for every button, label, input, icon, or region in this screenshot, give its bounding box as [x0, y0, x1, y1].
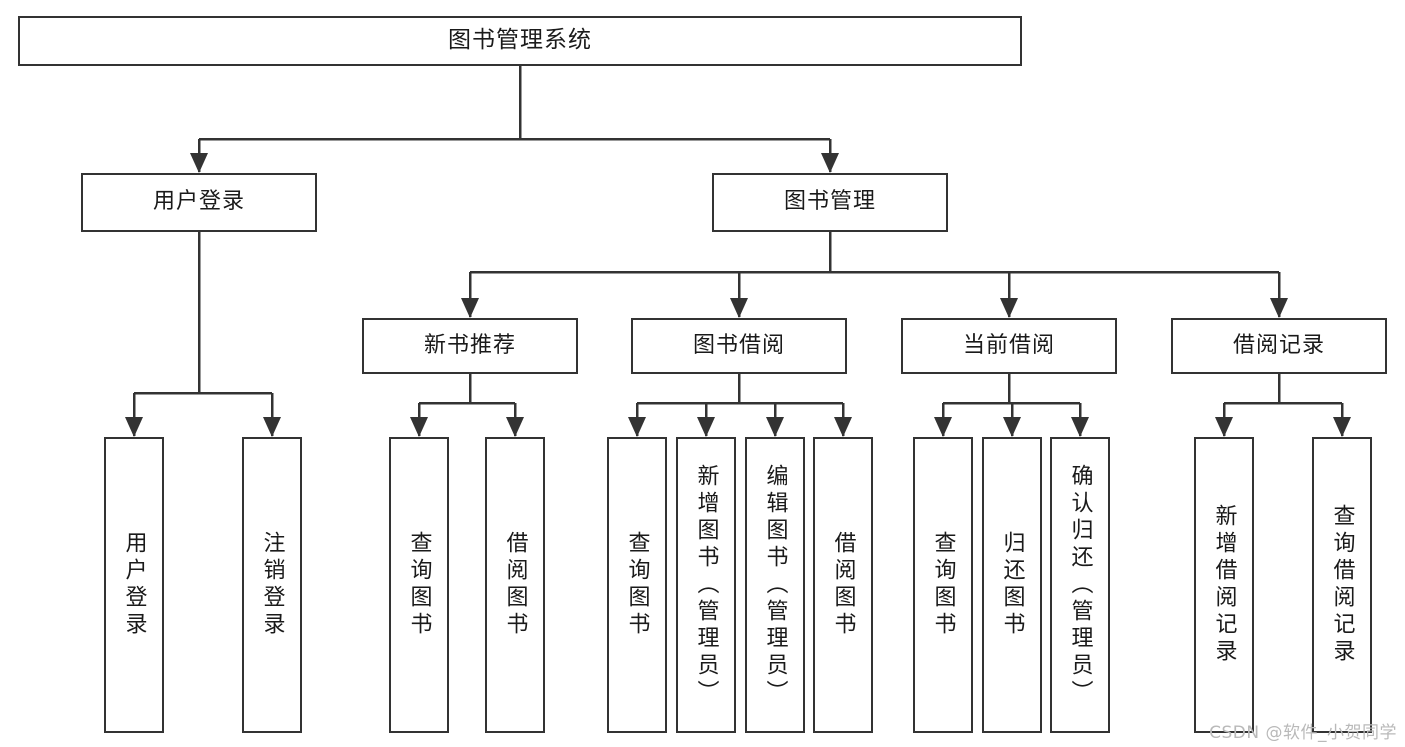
node-label: 借阅记录: [1232, 332, 1325, 358]
node-leaf-query-book-borrow[interactable]: 查询图书: [607, 437, 667, 733]
arrowhead-icon: [410, 417, 428, 437]
node-label: 图书管理: [783, 189, 876, 215]
node-label: 查询借阅记录: [1329, 504, 1355, 666]
arrowhead-icon: [506, 417, 524, 437]
node-label: 新增图书（管理员）: [693, 463, 719, 707]
node-label: 新书推荐: [423, 332, 516, 358]
node-label: 归还图书: [999, 531, 1025, 639]
node-new-book-recommend[interactable]: 新书推荐: [362, 318, 578, 374]
arrowhead-icon: [697, 417, 715, 437]
arrowhead-icon: [1071, 417, 1089, 437]
arrowhead-icon: [821, 153, 839, 173]
node-label: 查询图书: [406, 531, 432, 639]
arrowhead-icon: [1270, 298, 1288, 318]
arrowhead-icon: [461, 298, 479, 318]
node-leaf-user-login[interactable]: 用户登录: [104, 437, 164, 733]
node-label: 用户登录: [152, 189, 245, 215]
node-label: 注销登录: [259, 531, 285, 639]
node-user-login[interactable]: 用户登录: [81, 173, 317, 232]
watermark-label: CSDN @软件_小贺同学: [1209, 723, 1397, 743]
node-leaf-return-book[interactable]: 归还图书: [982, 437, 1042, 733]
node-leaf-confirm-return-admin[interactable]: 确认归还（管理员）: [1050, 437, 1110, 733]
arrowhead-icon: [834, 417, 852, 437]
node-leaf-add-borrow-record[interactable]: 新增借阅记录: [1194, 437, 1254, 733]
node-leaf-query-book-current[interactable]: 查询图书: [913, 437, 973, 733]
arrowhead-icon: [1000, 298, 1018, 318]
arrowhead-icon: [934, 417, 952, 437]
arrowhead-icon: [766, 417, 784, 437]
node-label: 确认归还（管理员）: [1067, 463, 1093, 707]
arrowhead-icon: [190, 153, 208, 173]
arrowhead-icon: [1333, 417, 1351, 437]
node-leaf-borrow-book[interactable]: 借阅图书: [813, 437, 873, 733]
arrowhead-icon: [730, 298, 748, 318]
arrowhead-icon: [628, 417, 646, 437]
node-leaf-user-logout[interactable]: 注销登录: [242, 437, 302, 733]
node-label: 图书管理系统: [448, 27, 592, 54]
node-label: 新增借阅记录: [1211, 504, 1237, 666]
node-borrow-record[interactable]: 借阅记录: [1171, 318, 1387, 374]
node-label: 借阅图书: [830, 531, 856, 639]
node-leaf-query-book-rec[interactable]: 查询图书: [389, 437, 449, 733]
node-label: 查询图书: [624, 531, 650, 639]
node-leaf-borrow-book-rec[interactable]: 借阅图书: [485, 437, 545, 733]
node-label: 查询图书: [930, 531, 956, 639]
node-label: 用户登录: [121, 531, 147, 639]
arrowhead-icon: [1003, 417, 1021, 437]
node-label: 借阅图书: [502, 531, 528, 639]
node-book-manage[interactable]: 图书管理: [712, 173, 948, 232]
arrowhead-icon: [263, 417, 281, 437]
node-label: 编辑图书（管理员）: [762, 463, 788, 707]
node-leaf-add-book-admin[interactable]: 新增图书（管理员）: [676, 437, 736, 733]
node-label: 当前借阅: [962, 332, 1055, 358]
node-root[interactable]: 图书管理系统: [18, 16, 1022, 66]
node-leaf-query-borrow-record[interactable]: 查询借阅记录: [1312, 437, 1372, 733]
node-current-borrow[interactable]: 当前借阅: [901, 318, 1117, 374]
node-book-borrow[interactable]: 图书借阅: [631, 318, 847, 374]
arrowhead-icon: [1215, 417, 1233, 437]
node-leaf-edit-book-admin[interactable]: 编辑图书（管理员）: [745, 437, 805, 733]
node-label: 图书借阅: [692, 332, 785, 358]
arrowhead-icon: [125, 417, 143, 437]
